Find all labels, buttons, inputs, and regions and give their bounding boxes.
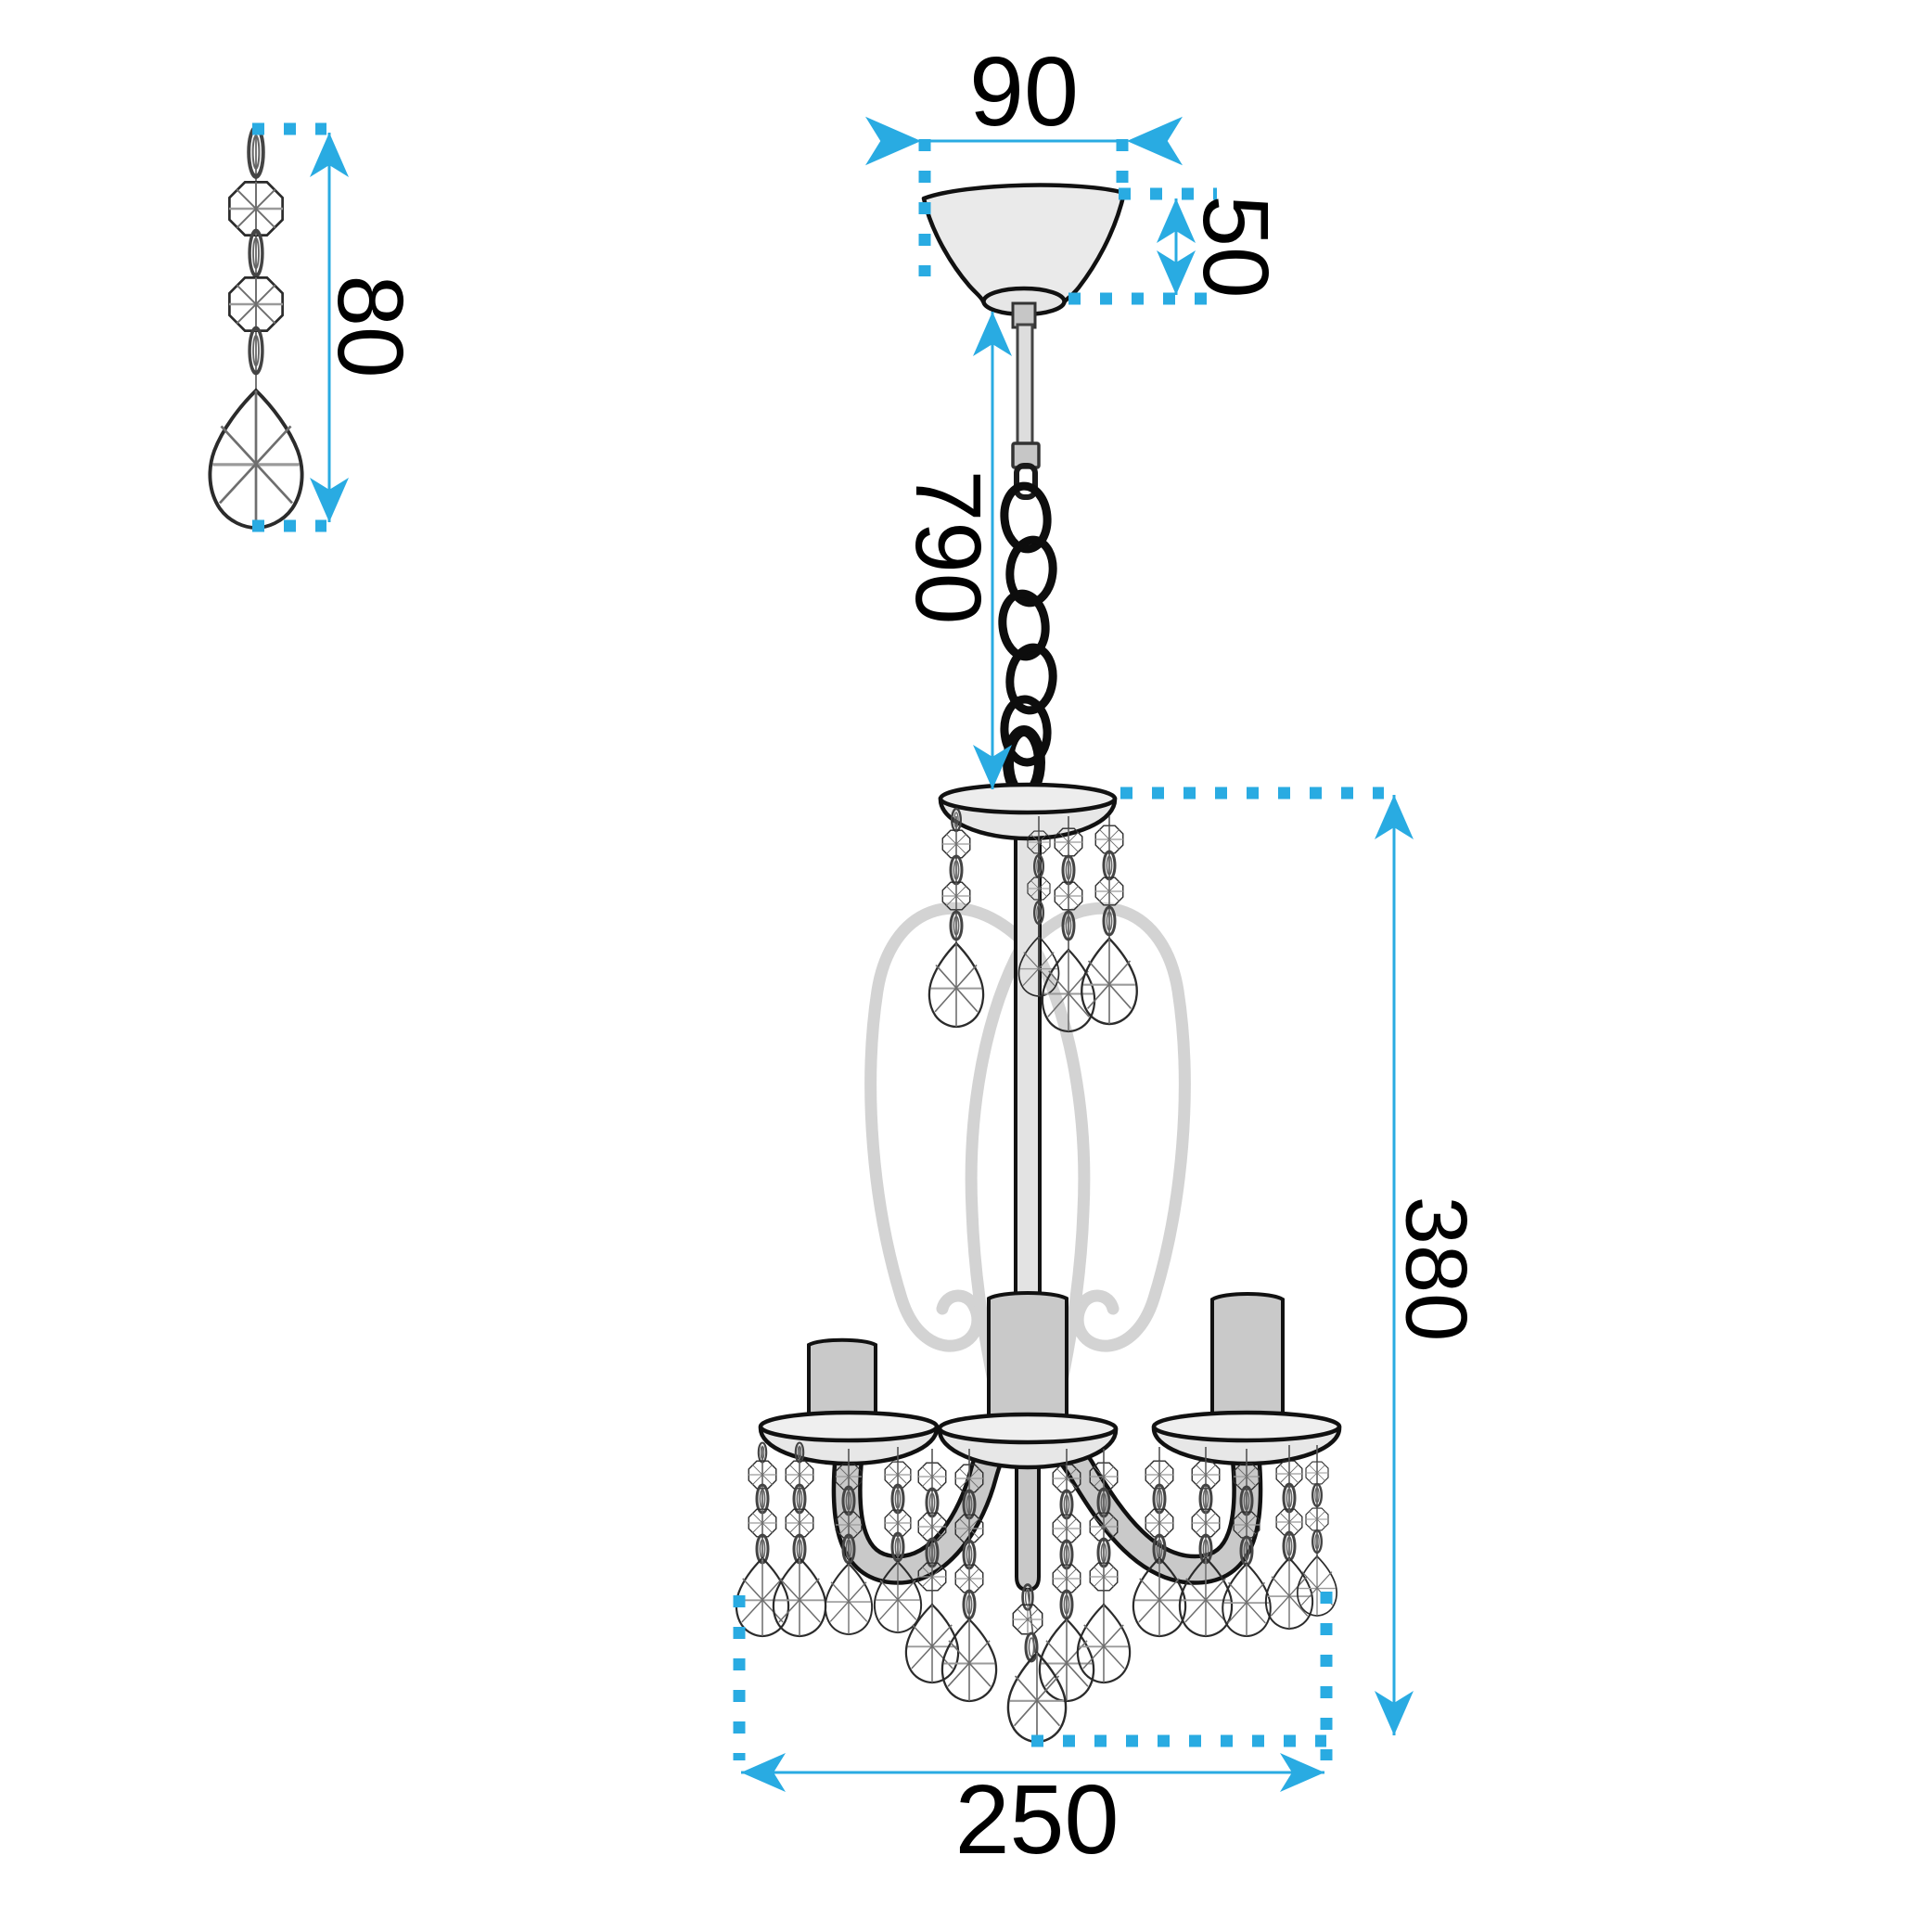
dim-canopy-width-label: 90 — [969, 37, 1079, 147]
crystal-string — [928, 807, 985, 1029]
dim-pendant-height-label: 80 — [318, 275, 422, 377]
crystal-string — [940, 1449, 998, 1703]
crystal-string — [1222, 1449, 1272, 1638]
crystal-string — [1081, 816, 1138, 1026]
crystal-string — [1297, 1445, 1337, 1617]
crystal-string — [824, 1449, 874, 1635]
bobeche-center — [937, 1412, 1119, 1470]
hanging-chain — [998, 481, 1057, 800]
candle-center — [987, 1291, 1068, 1441]
suspension-rod — [1011, 301, 1041, 500]
center-stem — [1015, 1462, 1041, 1593]
crystal-string — [1041, 816, 1096, 1033]
scroll-right-inner — [1026, 938, 1091, 1426]
top-bobeche — [938, 782, 1118, 841]
dim-suspension-length-label: 790 — [896, 470, 1000, 625]
scroll-left-inner — [965, 938, 1030, 1426]
crystal-string-center-drop — [1006, 1583, 1068, 1744]
scroll-left-loop — [864, 902, 1027, 1352]
crystal-pendant-detail — [208, 128, 304, 530]
scroll-ornaments — [864, 902, 1191, 1426]
dim-canopy-height-label: 50 — [1184, 195, 1287, 298]
crystal-string — [1038, 1449, 1095, 1703]
crystal-string — [772, 1441, 827, 1638]
dimension-annotations: 90 50 80 790 380 250 — [252, 37, 1486, 1874]
dim-body-width-label: 250 — [955, 1765, 1120, 1874]
upper-crystal-strings — [928, 807, 1138, 1033]
crystal-string — [1264, 1445, 1314, 1630]
ceiling-canopy — [921, 183, 1127, 317]
crystal-string — [904, 1449, 960, 1684]
crystal-string — [1178, 1447, 1234, 1638]
center-column — [1014, 807, 1042, 1298]
lower-crystal-strings — [735, 1441, 1337, 1744]
dim-body-height-label: 380 — [1388, 1196, 1486, 1342]
candle-right — [1210, 1292, 1285, 1438]
crystal-string — [873, 1447, 923, 1633]
crystal-string — [1132, 1447, 1187, 1638]
crystal-string — [1076, 1449, 1132, 1684]
crystal-string — [1017, 816, 1060, 997]
crystal-string — [735, 1441, 790, 1638]
